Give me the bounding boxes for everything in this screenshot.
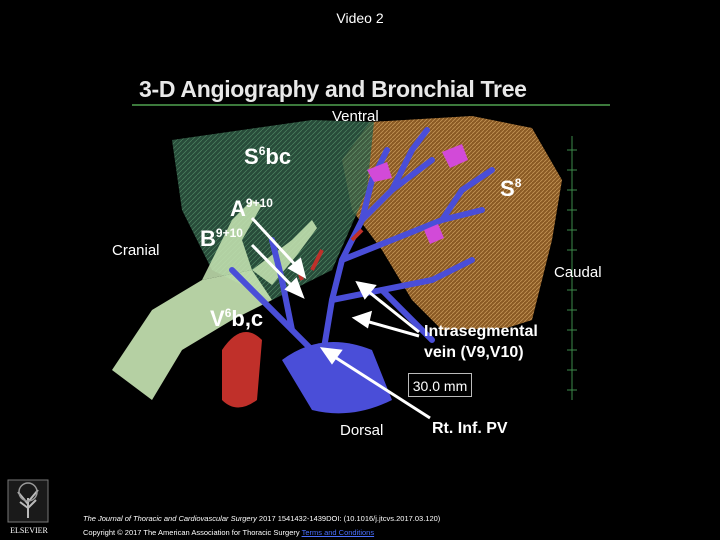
label-dorsal: Dorsal [340,422,384,439]
annotation-arrows [250,216,431,420]
citation: The Journal of Thoracic and Cardiovascul… [83,514,441,523]
artery-trunk [222,332,262,408]
anatomy-illustration [112,116,577,420]
label-intrasegmental-1: Intrasegmental [424,323,538,340]
label-s8: S8 [500,176,522,201]
figure-title: 3-D Angiography and Bronchial Tree [139,76,527,102]
label-s6bc: S6bc [244,144,292,169]
label-caudal: Caudal [554,264,602,281]
label-cranial: Cranial [112,242,160,259]
marker-3 [424,224,444,244]
s8-lung-surface [342,116,562,330]
angiography-figure: 3-D Angiography and Bronchial Tree Ventr… [112,70,612,442]
label-v6bc: V6b,c [210,306,264,331]
title-rule [132,104,610,106]
caudal-scale-ticks [567,136,577,400]
publisher-name: ELSEVIER [10,526,48,535]
copyright: Copyright © 2017 The American Associatio… [83,528,375,537]
elsevier-logo: ELSEVIER [7,479,49,535]
rt-inf-pv-vessel [282,342,392,414]
label-intrasegmental-2: vein (V9,V10) [424,344,524,361]
marker-2 [442,144,468,168]
terms-link[interactable]: Terms and Conditions [301,528,375,537]
bronchial-tree [112,270,272,400]
label-b910: B9+10 [200,226,243,251]
marker-1 [367,162,392,182]
label-a910: A9+10 [230,196,273,221]
scale-bar: 30.0 mm [408,373,472,397]
slide-title: Video 2 [336,10,384,26]
label-rt-inf-pv: Rt. Inf. PV [432,420,508,437]
label-ventral: Ventral [332,108,379,125]
